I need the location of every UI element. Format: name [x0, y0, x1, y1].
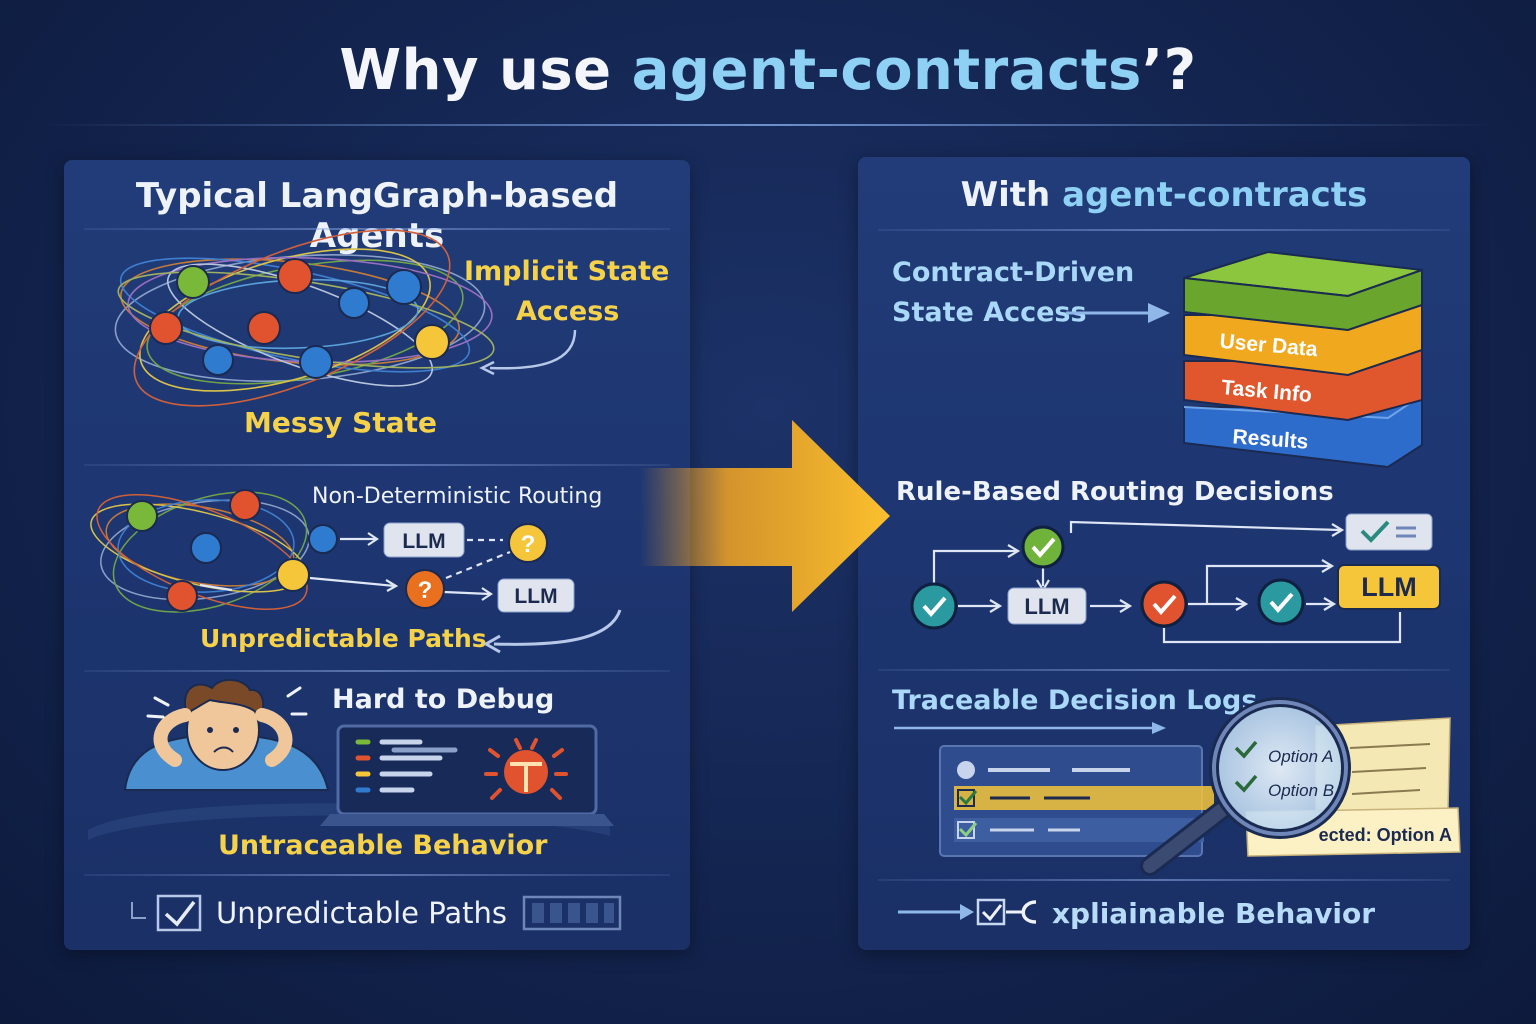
llm-box-1: LLM: [383, 522, 465, 558]
log-panel: [939, 745, 1214, 857]
implicit-state-label-2: Access: [516, 296, 620, 327]
implicit-state-arrow: [489, 329, 577, 370]
big-arrow-icon: [640, 420, 890, 612]
messy-state-label: Messy State: [244, 406, 438, 439]
untraceable-behavior-label: Untraceable Behavior: [218, 830, 548, 861]
traceable-logs-label: Traceable Decision Logs: [892, 685, 1258, 716]
rule-based-routing-label: Rule-Based Routing Decisions: [896, 477, 1334, 507]
right-footer-label: xpliainable Behavior: [1052, 897, 1376, 930]
person-frustrated-icon: [123, 679, 330, 791]
implicit-state-label-1: Implicit State: [464, 256, 670, 287]
right-divider-2: [878, 879, 1450, 881]
magnifier-icon: Option A Option B: [1140, 697, 1351, 876]
right-panel-title: With agent-contracts: [960, 175, 1368, 215]
check-node-red: [1140, 580, 1188, 628]
unpredictable-paths-label: Unpredictable Paths: [200, 624, 487, 653]
left-divider-3: [84, 874, 670, 876]
title-divider: [40, 124, 1496, 126]
svg-text:LLM: LLM: [1361, 572, 1416, 602]
svg-text:LLM: LLM: [402, 530, 445, 553]
messy-state-nodes: [149, 258, 450, 379]
check-node-teal-2: [1257, 578, 1305, 626]
question-node-orange: ?: [405, 569, 445, 609]
non-deterministic-routing-label: Non-Deterministic Routing: [312, 484, 603, 509]
left-title-divider: [84, 228, 670, 230]
layer-top: [1183, 250, 1423, 332]
hard-to-debug-label: Hard to Debug: [332, 684, 555, 715]
checkbox-icon: [156, 894, 202, 932]
right-footer-icons: [898, 898, 1037, 926]
svg-text:Option B: Option B: [1268, 781, 1334, 800]
bug-icon: [484, 738, 568, 800]
layer-stack-icon: Results Task Info User Data: [1183, 250, 1423, 469]
monitor-bug-icon: [88, 724, 614, 840]
progress-bar-icon: [522, 895, 622, 931]
routing-chaos-nodes: [126, 489, 338, 612]
question-node-yellow: ?: [508, 523, 548, 563]
check-node-green: [1021, 525, 1065, 569]
svg-text:LLM: LLM: [1024, 594, 1069, 619]
svg-text:?: ?: [521, 531, 536, 558]
unpredictable-arrow: [493, 609, 622, 646]
decision-card-icon: [1345, 513, 1433, 551]
llm-box-highlight: LLM: [1337, 564, 1441, 610]
svg-text:?: ?: [418, 577, 433, 604]
routing-arrows: [199, 532, 511, 601]
svg-text:Results: Results: [1232, 425, 1309, 453]
left-footer-label: Unpredictable Paths: [216, 896, 508, 930]
page-title: Why use agent-contracts’?: [339, 38, 1197, 103]
contract-driven-label-1: Contract-Driven: [892, 257, 1135, 288]
right-divider-1: [878, 669, 1450, 671]
svg-text:LLM: LLM: [514, 585, 557, 608]
left-divider-1: [84, 464, 670, 466]
svg-text:Option A: Option A: [1268, 747, 1334, 766]
llm-box-3: LLM: [1007, 587, 1087, 625]
contract-driven-label-2: State Access: [892, 297, 1087, 328]
left-divider-2: [84, 670, 670, 672]
check-node-teal-1: [910, 582, 958, 630]
right-title-divider: [878, 229, 1450, 231]
llm-box-2: LLM: [497, 578, 575, 613]
left-footer-icons: [131, 894, 622, 932]
svg-text:ected: Option A: ected: Option A: [1319, 825, 1452, 845]
left-panel-title: Typical LangGraph-based Agents: [135, 176, 619, 256]
rule-routing-lines: [932, 520, 1402, 644]
checkbox-icon: [976, 898, 1006, 926]
